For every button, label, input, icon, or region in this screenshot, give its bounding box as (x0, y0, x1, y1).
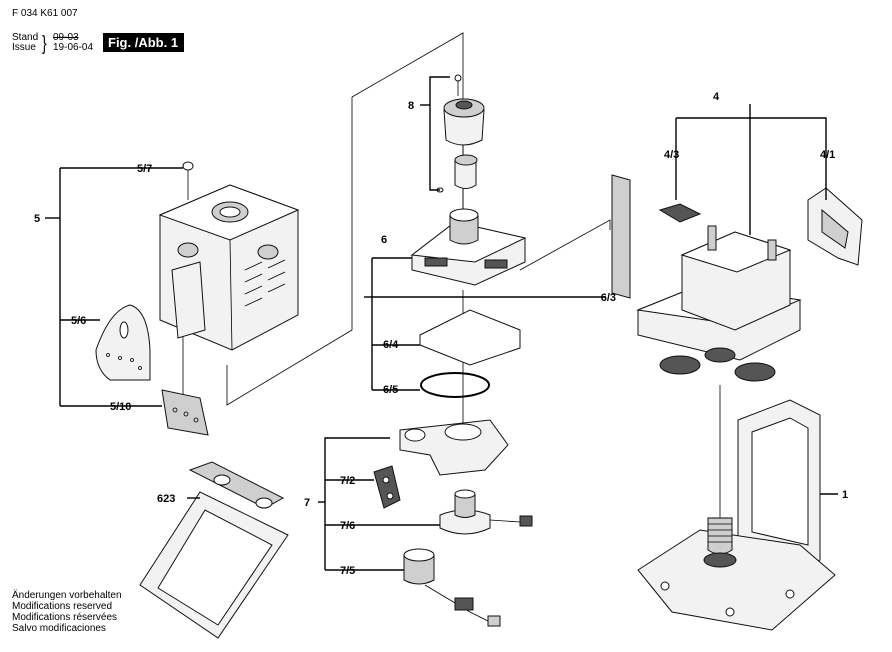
label-4-3: 4/3 (664, 149, 679, 161)
label-6-5: 6/5 (383, 384, 398, 396)
label-6: 6 (381, 234, 387, 246)
stand-value: 09-03 (53, 32, 79, 43)
label-5-6: 5/6 (71, 315, 86, 327)
label-7-5: 7/5 (340, 565, 355, 577)
label-1: 1 (842, 489, 848, 501)
part-623-tray (139, 461, 289, 639)
label-7-2: 7/2 (340, 475, 355, 487)
label-5-7: 5/7 (137, 163, 152, 175)
issue-value: 19-06-04 (53, 42, 94, 53)
modification-notes: Änderungen vorbehalten Modifications res… (12, 590, 122, 634)
part-6-5-belt (420, 372, 490, 398)
document-number: F 034 K61 007 (12, 8, 78, 19)
note-de: Änderungen vorbehalten (12, 590, 122, 601)
note-fr: Modifications réservées (12, 612, 118, 623)
leader-8 (429, 76, 450, 191)
part-7-bracket (399, 419, 509, 476)
guide-6-to-4 (519, 219, 611, 271)
label-4-1: 4/1 (820, 149, 835, 161)
part-5-10-board (161, 389, 209, 436)
part-6-3-strip (611, 174, 631, 299)
issue-label: Issue (12, 42, 36, 53)
part-7-6-motor (439, 489, 533, 535)
part-5-housing (158, 184, 300, 351)
part-7-2-clamp (373, 465, 401, 509)
part-5-7-screw (182, 161, 194, 171)
part-4-3-bracket (658, 203, 702, 223)
label-7-6: 7/6 (340, 520, 355, 532)
assembly-guide-left (226, 97, 353, 406)
figure-badge: Fig. /Abb. 1 (103, 33, 185, 52)
part-5-6-plate (95, 304, 151, 381)
part-8-knob (436, 74, 485, 193)
stand-label: Stand (12, 32, 39, 43)
part-6-base (410, 208, 527, 286)
label-5-10: 5/10 (110, 401, 131, 413)
brace-glyph: } (42, 33, 47, 55)
label-623: 623 (157, 493, 175, 505)
label-8: 8 (408, 100, 414, 112)
part-4-1-cover (807, 187, 863, 266)
label-4: 4 (713, 91, 720, 103)
leader-7-group (324, 437, 390, 570)
label-5: 5 (34, 213, 40, 225)
note-en: Modifications reserved (12, 601, 113, 612)
part-6-4-gasket (419, 309, 521, 366)
note-es: Salvo modificaciones (12, 623, 106, 634)
part-4-module (636, 225, 802, 382)
label-7: 7 (304, 497, 310, 509)
label-6-4: 6/4 (383, 339, 399, 351)
label-6-3: 6/3 (601, 292, 616, 304)
leader-4-group (676, 117, 827, 200)
part-7-5-solenoid (403, 548, 501, 627)
part-1-stand (637, 399, 836, 631)
